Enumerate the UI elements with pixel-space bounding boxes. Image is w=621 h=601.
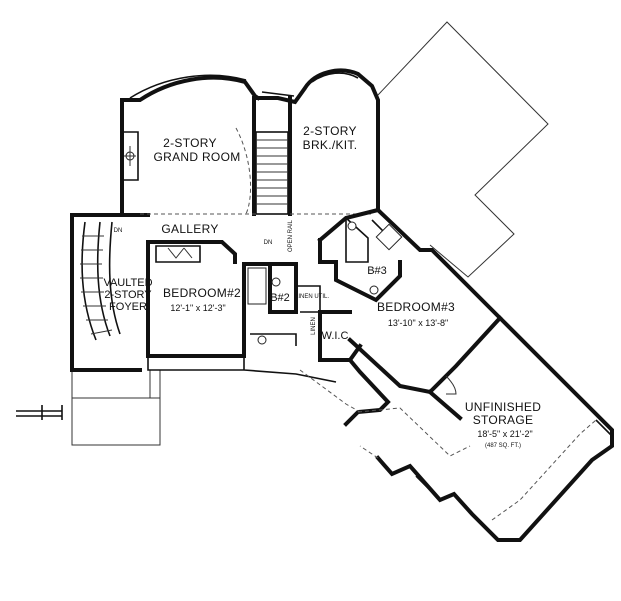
storage-dims: 18'-5" x 21'-2" <box>477 429 532 439</box>
grand-room-label-1: 2-STORY <box>163 136 217 150</box>
foyer-stair <box>81 221 121 341</box>
bath2-sink <box>257 335 267 345</box>
bath2-label: B#2 <box>270 292 290 304</box>
wic-walls <box>318 310 363 362</box>
bath3-toilet <box>347 221 357 231</box>
bedroom3-outer <box>347 207 503 395</box>
lower-corridor <box>147 356 337 383</box>
bath3-label: B#3 <box>367 265 387 277</box>
gallery-wall <box>146 240 246 358</box>
storage-label-2: STORAGE <box>473 413 534 427</box>
storage-outer <box>375 315 614 542</box>
bath3-sink <box>369 285 379 295</box>
bedroom2-label: BEDROOM#2 <box>163 286 241 300</box>
storage-dashed <box>357 407 597 521</box>
grand-room-label-2: GRAND ROOM <box>154 150 241 164</box>
bedroom2-dims: 12'-1" x 12'-3" <box>170 303 225 313</box>
porch-steps <box>16 405 63 420</box>
grand-room-left-window <box>121 131 139 181</box>
center-bay-inner <box>261 72 359 97</box>
gallery-label: GALLERY <box>161 222 218 236</box>
bedroom2-closet <box>155 245 201 263</box>
storage-label-1: UNFINISHED <box>465 400 541 414</box>
grand-room-bay-inner <box>129 74 247 99</box>
storage-area: (487 SQ. FT.) <box>485 443 521 449</box>
linen-util-label: LINEN UTIL. <box>295 294 329 300</box>
roof-outline <box>377 21 549 278</box>
grand-room-bay <box>120 75 261 216</box>
linen-util <box>296 285 321 313</box>
storage-inner <box>343 357 463 427</box>
grand-room-arc <box>235 127 252 215</box>
foyer-label-3: FOYER <box>109 301 147 313</box>
bath3-shower <box>375 223 403 251</box>
porch-outline <box>71 370 161 446</box>
bath3-walls <box>317 207 402 303</box>
crosshair-lines <box>124 146 136 166</box>
foyer-label-1: VAULTED <box>103 277 152 289</box>
brk-kit-label-2: BRK./KIT. <box>303 138 358 152</box>
wic-label: W.I.C <box>322 330 349 342</box>
storage-thin <box>415 419 613 499</box>
bedroom3-dims: 13'-10" x 13'-8" <box>388 318 448 328</box>
stair-dn-foyer: DN <box>114 228 123 234</box>
bath2-vanity <box>250 333 297 346</box>
foyer-stair-treads <box>80 235 113 335</box>
brk-kit-label-1: 2-STORY <box>303 124 357 138</box>
foyer-label-2: 2-STORY <box>104 289 152 301</box>
bedroom3-door <box>445 375 457 395</box>
open-rail-label: OPEN RAIL <box>288 219 294 252</box>
bedroom3-label: BEDROOM#3 <box>377 300 455 314</box>
lower-corridor-dash <box>299 369 361 413</box>
stair-walls <box>252 96 292 216</box>
main-stair <box>255 131 289 215</box>
center-bay-wall <box>256 68 380 212</box>
bath2-toilet <box>271 277 281 287</box>
stair-dn-main: DN <box>264 240 273 246</box>
bath2-walls <box>242 262 298 348</box>
main-stair-treads <box>256 139 288 205</box>
linen-label: LINEN <box>311 317 317 335</box>
bath2-tub <box>247 267 267 305</box>
closet-door <box>167 247 193 259</box>
